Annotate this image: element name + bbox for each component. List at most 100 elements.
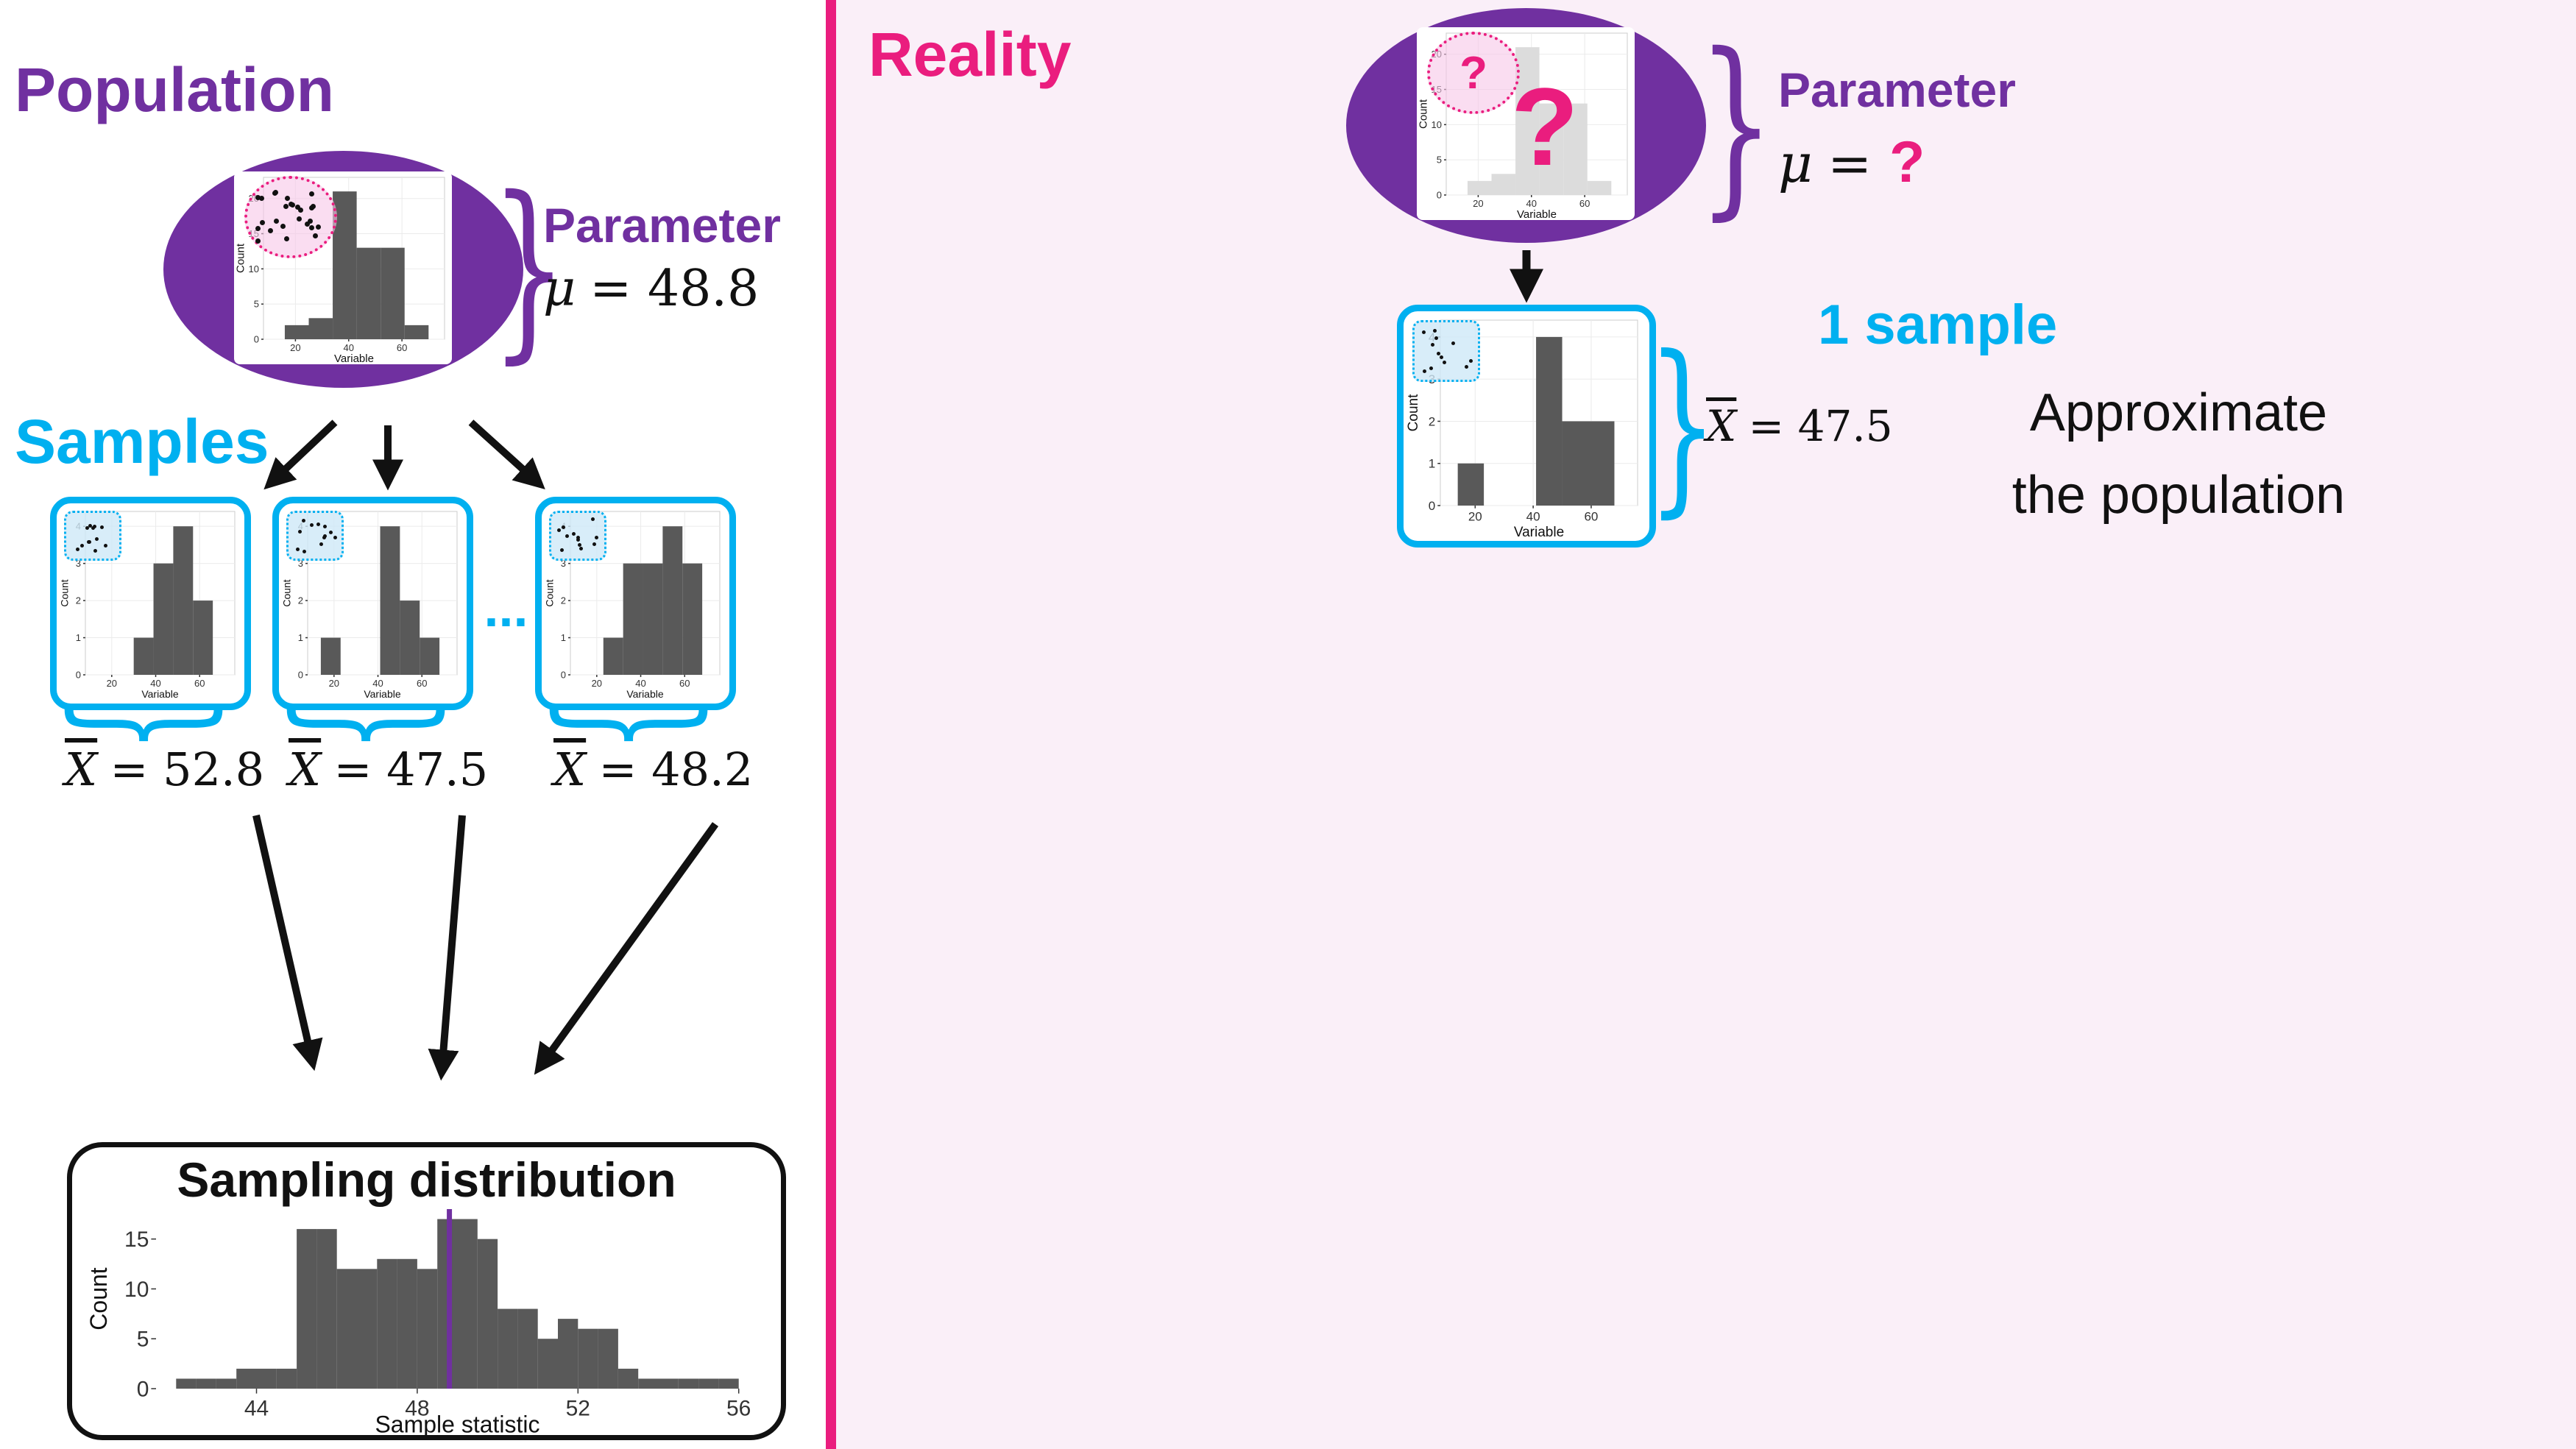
sample-1-underbrace: } <box>50 696 251 752</box>
svg-text:60: 60 <box>194 678 205 689</box>
svg-text:Variable: Variable <box>364 688 401 700</box>
sample-3-statistic: X= 48.2 <box>553 743 753 796</box>
data-point-dot <box>296 548 300 552</box>
data-point-dot <box>297 530 302 534</box>
svg-text:2: 2 <box>561 595 566 606</box>
svg-text:0: 0 <box>298 670 303 681</box>
xbar-symbol: X <box>65 743 98 796</box>
data-point-dot <box>255 195 261 201</box>
svg-text:Count: Count <box>544 579 556 606</box>
parameter-value-left: μ= 48.8 <box>543 260 760 318</box>
reality-population-panel: 05101520204060VariableCount ? ? <box>1417 27 1635 221</box>
data-point-dot <box>592 542 597 546</box>
reality-sample-statistic: X= 47.5 <box>1706 403 1893 450</box>
sampling-distribution-title: Sampling distribution <box>177 1152 676 1207</box>
data-point-dot <box>319 542 324 547</box>
data-point-dot <box>571 532 576 536</box>
samples-heading: Samples <box>15 407 269 476</box>
svg-text:20: 20 <box>107 678 117 689</box>
svg-text:3: 3 <box>561 558 566 569</box>
svg-text:44: 44 <box>244 1397 269 1421</box>
svg-text:20: 20 <box>592 678 602 689</box>
sample-2-points <box>286 511 344 561</box>
reality-sample-box: 01234204060VariableCount <box>1397 305 1656 548</box>
data-point-dot <box>322 524 327 528</box>
svg-text:40: 40 <box>372 678 383 689</box>
data-point-dot <box>315 224 321 230</box>
data-point-dot <box>255 226 261 232</box>
svg-text:60: 60 <box>417 678 427 689</box>
equals-sign: = <box>1827 132 1872 194</box>
data-point-dot <box>103 544 107 548</box>
question-mark-large: ? <box>1511 65 1579 188</box>
svg-text:Variable: Variable <box>1514 525 1564 539</box>
reality-population-ellipse: 05101520204060VariableCount ? ? <box>1346 8 1706 243</box>
svg-text:40: 40 <box>150 678 160 689</box>
svg-text:56: 56 <box>726 1397 751 1421</box>
xbar-value: = 52.8 <box>110 743 265 796</box>
svg-text:0: 0 <box>137 1378 149 1402</box>
mu-symbol: μ <box>543 260 576 318</box>
data-point-dot <box>333 536 338 540</box>
svg-text:10: 10 <box>124 1278 149 1302</box>
data-point-dot <box>76 547 79 551</box>
approximate-caption-line-1: Approximate <box>2029 383 2328 442</box>
data-point-dot <box>99 525 104 530</box>
svg-text:10: 10 <box>249 263 259 274</box>
sample-2-histogram: 01234204060VariableCount <box>281 506 464 700</box>
data-point-dot <box>576 537 580 542</box>
population-histogram-panel: 05101520204060VariableCount <box>234 171 452 365</box>
svg-text:2: 2 <box>76 595 81 606</box>
svg-text:Variable: Variable <box>334 352 374 364</box>
population-histogram: 05101520204060VariableCount <box>234 171 452 365</box>
sample-2-statistic: X= 47.5 <box>289 743 489 796</box>
xbar-symbol: X <box>553 743 587 796</box>
data-point-dot <box>1429 366 1434 370</box>
data-point-dot <box>283 203 289 209</box>
mu-value: = 48.8 <box>590 260 760 318</box>
question-mark-small: ? <box>1459 47 1487 99</box>
arrow-sample-2-to-distribution <box>428 815 466 1081</box>
data-point-dot <box>302 549 307 553</box>
data-point-dot <box>255 238 261 244</box>
data-point-dot <box>565 534 569 539</box>
data-point-dot <box>95 536 99 541</box>
data-point-dot <box>309 523 314 528</box>
svg-text:Count: Count <box>235 243 247 273</box>
svg-text:Variable: Variable <box>1517 208 1557 220</box>
data-point-dot <box>268 227 274 233</box>
svg-text:40: 40 <box>1526 510 1540 524</box>
svg-text:Count: Count <box>59 579 71 606</box>
svg-text:0: 0 <box>561 670 566 681</box>
svg-text:1: 1 <box>1429 457 1435 471</box>
reality-panel-background <box>836 0 2576 1449</box>
svg-text:52: 52 <box>566 1397 590 1421</box>
sample-box-2: 01234204060VariableCount <box>272 497 473 710</box>
data-point-dot <box>594 535 598 539</box>
question-mark-value: ? <box>1889 129 1925 194</box>
approximate-caption-line-2: the population <box>2011 466 2346 525</box>
data-point-dot <box>578 542 582 547</box>
data-point-dot <box>316 522 320 527</box>
xbar-value: = 47.5 <box>333 743 489 796</box>
svg-text:2: 2 <box>1429 414 1435 428</box>
svg-text:5: 5 <box>137 1328 149 1352</box>
data-point-dot <box>307 218 313 224</box>
samples-ellipsis: ... <box>484 579 528 638</box>
svg-text:40: 40 <box>344 342 354 353</box>
data-point-dot <box>305 222 311 227</box>
approximate-caption: Approximate the population <box>1936 372 2421 537</box>
svg-text:Variable: Variable <box>141 688 179 700</box>
svg-text:20: 20 <box>329 678 339 689</box>
population-question-circle: ? <box>1427 32 1520 114</box>
data-point-dot <box>91 526 95 531</box>
data-point-dot <box>1442 360 1446 364</box>
one-sample-label: 1 sample <box>1818 294 2058 356</box>
sample-2-underbrace: } <box>272 696 473 752</box>
data-point-dot <box>1451 341 1455 345</box>
data-point-dot <box>1431 343 1435 347</box>
arrow-sample-3-to-distribution <box>534 822 719 1075</box>
population-ellipse: 05101520204060VariableCount <box>163 151 523 388</box>
data-point-dot <box>273 189 279 195</box>
